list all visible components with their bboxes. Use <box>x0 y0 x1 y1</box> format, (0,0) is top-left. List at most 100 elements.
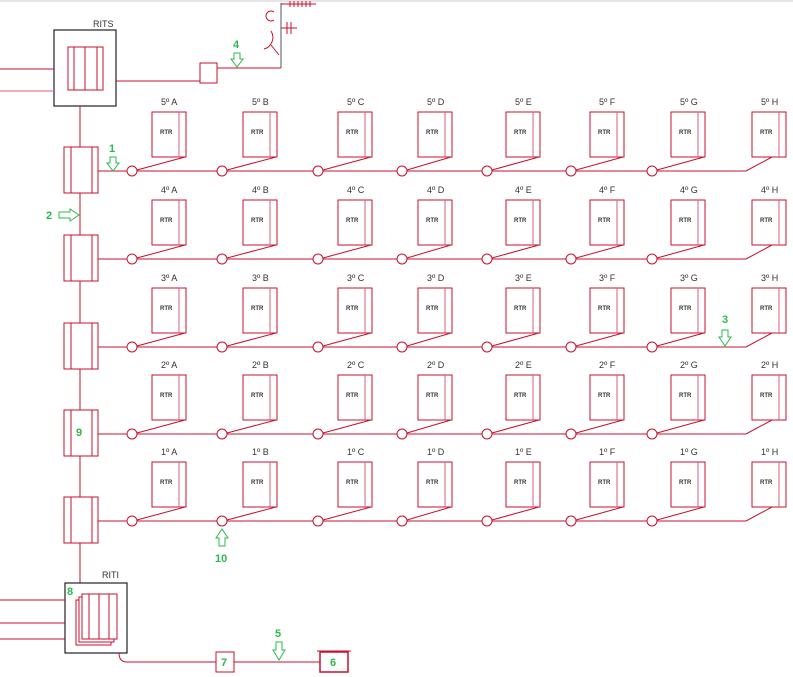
rtr-box[interactable] <box>417 111 453 158</box>
splitter-node[interactable] <box>312 165 324 177</box>
splitter-node[interactable] <box>126 253 138 265</box>
rtr-box[interactable] <box>151 199 187 246</box>
splitter-node[interactable] <box>396 515 408 527</box>
splitter-node[interactable] <box>396 341 408 353</box>
rtr-box[interactable] <box>751 374 787 421</box>
splitter-node[interactable] <box>481 515 493 527</box>
splitter-node[interactable] <box>396 428 408 440</box>
rtr-box[interactable] <box>589 287 625 334</box>
rtr-box[interactable] <box>242 374 278 421</box>
rtr-box[interactable] <box>417 374 453 421</box>
splitter-node[interactable] <box>126 341 138 353</box>
splitter-node[interactable] <box>481 165 493 177</box>
rtr-box[interactable] <box>151 374 187 421</box>
splitter-node[interactable] <box>216 341 228 353</box>
rtr-box[interactable] <box>242 111 278 158</box>
splitter-node[interactable] <box>312 341 324 353</box>
rtr-box[interactable] <box>151 287 187 334</box>
rtr-box[interactable] <box>505 461 541 508</box>
rtr-box[interactable] <box>670 199 706 246</box>
floor-distribution-box[interactable] <box>63 322 99 370</box>
rtr-box[interactable] <box>751 287 787 334</box>
rtr-box[interactable] <box>589 461 625 508</box>
splitter-node[interactable] <box>565 341 577 353</box>
splitter-node[interactable] <box>481 253 493 265</box>
splitter-node[interactable] <box>312 428 324 440</box>
splitter-node[interactable] <box>646 165 658 177</box>
rtr-box[interactable] <box>337 461 373 508</box>
rtr-box[interactable] <box>589 374 625 421</box>
splitter-node[interactable] <box>565 428 577 440</box>
rtr-box[interactable] <box>151 461 187 508</box>
rtr-box[interactable] <box>670 461 706 508</box>
rtr-box[interactable] <box>751 111 787 158</box>
rtr-box[interactable] <box>751 461 787 508</box>
splitter-node[interactable] <box>396 165 408 177</box>
rtr-box[interactable] <box>337 374 373 421</box>
box-6[interactable]: 6 <box>317 650 351 673</box>
rtr-box[interactable] <box>589 111 625 158</box>
splitter-node[interactable] <box>216 253 228 265</box>
floor-distribution-box[interactable] <box>63 409 99 457</box>
riti-enclosure[interactable]: RITI 8 <box>64 570 128 654</box>
splitter-node[interactable] <box>646 428 658 440</box>
floor-distribution-box[interactable] <box>63 234 99 282</box>
rtr-box[interactable] <box>337 199 373 246</box>
splitter-node[interactable] <box>126 515 138 527</box>
rtr-box[interactable] <box>505 374 541 421</box>
rtr-box[interactable] <box>670 111 706 158</box>
splitter-node[interactable] <box>646 253 658 265</box>
rtr-box[interactable] <box>337 111 373 158</box>
splitter-node[interactable] <box>646 515 658 527</box>
splitter-node[interactable] <box>565 165 577 177</box>
rtr-box[interactable] <box>337 287 373 334</box>
rtr-box[interactable] <box>242 461 278 508</box>
floor-distribution-box[interactable] <box>63 496 99 544</box>
rtr-box[interactable] <box>505 199 541 246</box>
splitter-node[interactable] <box>565 253 577 265</box>
rtr-box[interactable] <box>417 461 453 508</box>
splitter-node[interactable] <box>216 165 228 177</box>
splitter-node[interactable] <box>481 341 493 353</box>
splitter-node[interactable] <box>396 253 408 265</box>
splitter-node[interactable] <box>312 515 324 527</box>
rtr-box[interactable] <box>417 287 453 334</box>
splitter-node[interactable] <box>312 253 324 265</box>
floor-distribution-box[interactable] <box>63 146 99 194</box>
rtr-box[interactable] <box>751 199 787 246</box>
